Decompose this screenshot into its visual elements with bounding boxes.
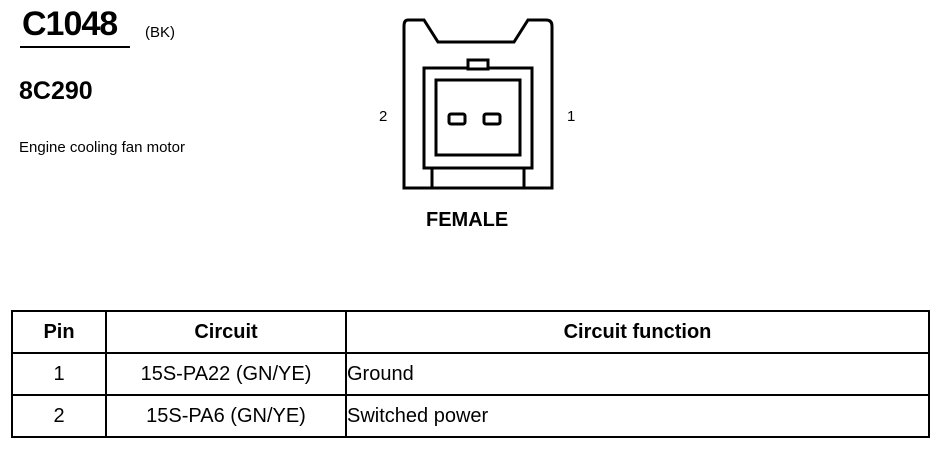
header-circuit: Circuit [105, 310, 347, 354]
connector-id: C1048 [22, 5, 118, 43]
cell-circuit: 15S-PA6 (GN/YE) [105, 394, 347, 438]
cell-pin: 2 [11, 394, 107, 438]
cell-circuit: 15S-PA22 (GN/YE) [105, 352, 347, 396]
header-circuit-function: Circuit function [345, 310, 930, 354]
pin-label-left: 2 [379, 108, 388, 125]
terminal-slot-pin-2 [447, 112, 467, 126]
table-row: 2 15S-PA6 (GN/YE) Switched power [11, 394, 930, 438]
pin-table: Pin Circuit Circuit function 1 15S-PA22 … [11, 310, 930, 438]
connector-gender-label: FEMALE [426, 209, 509, 231]
pin-block-inner [434, 78, 522, 157]
pin-label-right: 1 [567, 108, 576, 125]
latch-tab [466, 58, 490, 71]
pin-block-outer [422, 66, 534, 170]
cell-circuit-function: Ground [345, 352, 930, 396]
part-number: 8C290 [19, 77, 93, 105]
terminal-slot-pin-1 [482, 112, 502, 126]
cell-pin: 1 [11, 352, 107, 396]
table-header-row: Pin Circuit Circuit function [11, 310, 930, 354]
header-pin: Pin [11, 310, 107, 354]
connector-id-underline [20, 46, 130, 48]
connector-face-diagram [402, 18, 554, 190]
table-row: 1 15S-PA22 (GN/YE) Ground [11, 352, 930, 396]
connector-housing-outline [402, 18, 554, 190]
cell-circuit-function: Switched power [345, 394, 930, 438]
connector-color-code: (BK) [145, 24, 175, 41]
connector-description: Engine cooling fan motor [19, 139, 185, 156]
